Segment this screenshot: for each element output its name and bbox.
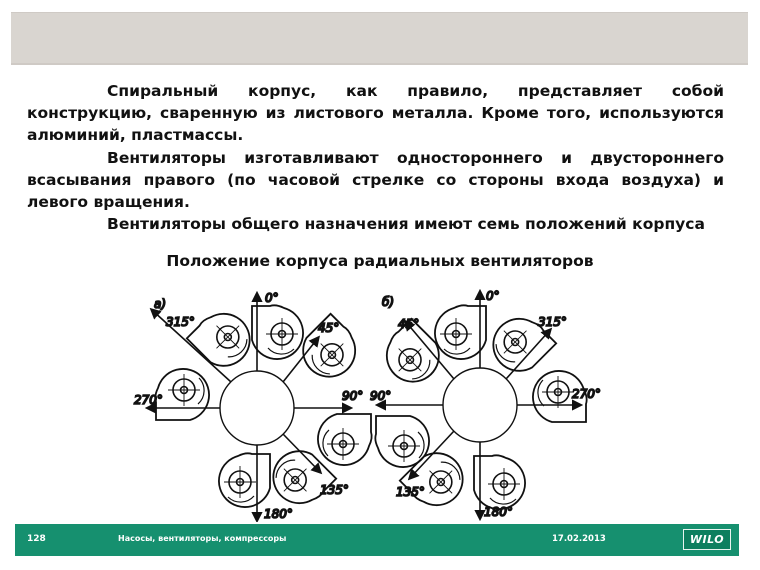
paragraph-3-text: Вентиляторы общего назначения имеют семь… (107, 215, 705, 234)
figure-caption: Положение корпуса радиальных вентиляторо… (166, 252, 594, 270)
right-diagram: б) 0° 45° 90° 135° 180° 270° 315° (369, 288, 602, 522)
left-angle-90: 90° (342, 389, 363, 403)
fan-positions-figure: а) 0° 45° 90° 135° 180° 270° 315° (120, 282, 640, 526)
left-angle-315: 315° (166, 315, 195, 329)
left-angle-180: 180° (264, 507, 293, 521)
paragraph-2: Вентиляторы изготавливают одностороннего… (27, 147, 724, 214)
footer-bar: 128 Насосы, вентиляторы, компрессоры 17.… (15, 524, 739, 556)
header-band (11, 12, 748, 65)
right-angle-0: 0° (486, 289, 500, 303)
paragraph-3: Вентиляторы общего назначения имеют семь… (27, 213, 724, 235)
left-angle-270: 270° (134, 393, 163, 407)
right-angle-90: 90° (370, 389, 391, 403)
right-angle-135: 135° (396, 485, 425, 499)
left-angle-0: 0° (265, 291, 279, 305)
wilo-logo: WILO (683, 529, 731, 550)
paragraph-1-text: Спиральный корпус, как правило, представ… (27, 82, 724, 145)
right-label-b: б) (382, 295, 394, 309)
footer-date: 17.02.2013 (552, 534, 606, 544)
right-angle-180: 180° (484, 505, 513, 519)
left-angle-45: 45° (318, 321, 339, 335)
right-angle-45: 45° (398, 317, 419, 331)
left-label-a: а) (154, 297, 166, 311)
footer-title: Насосы, вентиляторы, компрессоры (118, 534, 287, 543)
body-text: Спиральный корпус, как правило, представ… (27, 80, 724, 235)
paragraph-2-text: Вентиляторы изготавливают одностороннего… (27, 148, 724, 212)
paragraph-1: Спиральный корпус, как правило, представ… (27, 80, 724, 147)
right-angle-270: 270° (572, 387, 601, 401)
right-angle-315: 315° (538, 315, 567, 329)
page-number: 128 (27, 534, 46, 544)
left-diagram: а) 0° 45° 90° 135° 180° 270° 315° (133, 290, 373, 524)
left-angle-135: 135° (320, 483, 349, 497)
